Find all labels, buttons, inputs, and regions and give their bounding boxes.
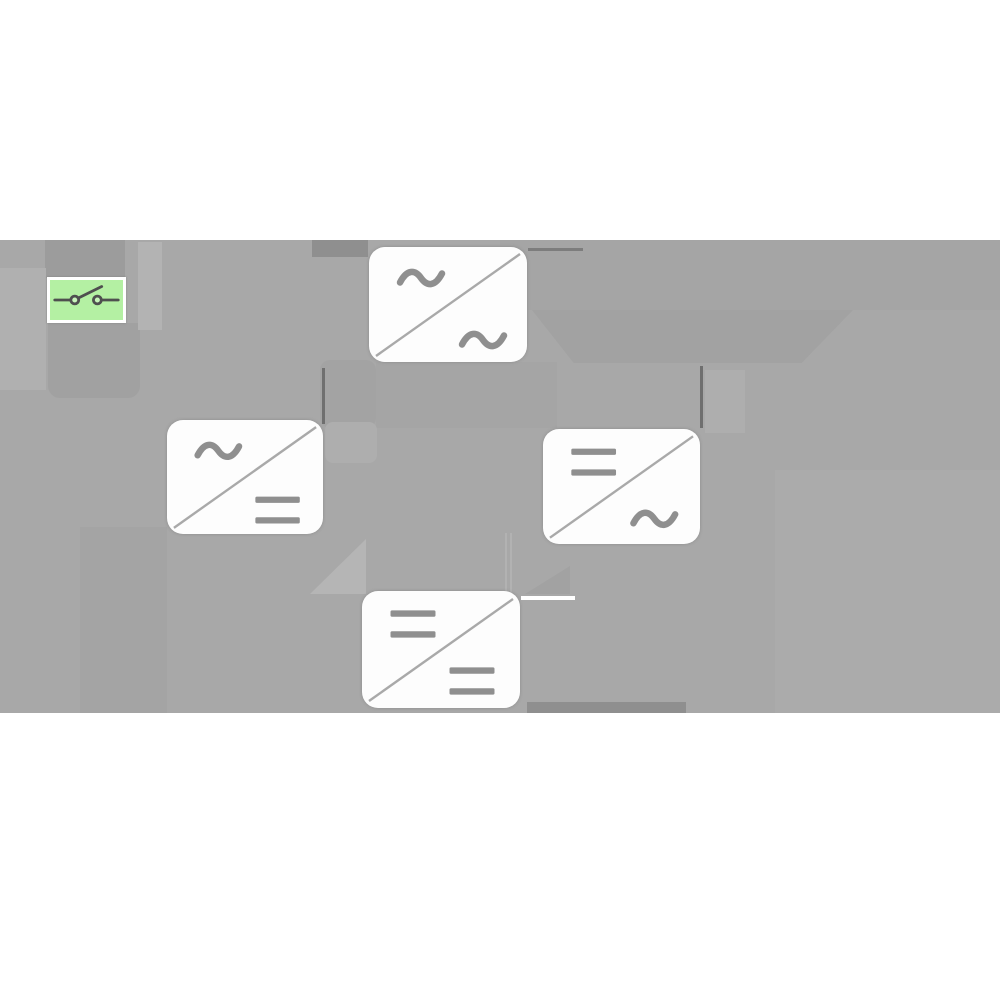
background-ghost-shape <box>376 362 557 428</box>
background-ghost-shape <box>320 360 376 428</box>
background-ghost-shape <box>312 240 368 257</box>
dimmed-canvas-band <box>0 240 1000 713</box>
background-ghost-shape <box>45 240 125 278</box>
faint-vertical-line <box>510 533 512 595</box>
ac-symbol <box>194 441 243 460</box>
converter-diagonal <box>368 598 514 702</box>
faint-vertical-line <box>505 533 507 595</box>
converter-diagonal <box>173 426 317 529</box>
dc-symbol <box>390 610 436 638</box>
background-ghost-shape <box>80 527 167 713</box>
converter-block-ac-dc[interactable] <box>167 420 323 534</box>
stub-line-top <box>528 248 583 251</box>
dc-symbol <box>571 448 617 476</box>
circuit-breaker-block[interactable] <box>47 277 126 323</box>
vertical-stub-left <box>322 368 325 424</box>
vertical-stub-right <box>700 366 703 428</box>
background-ghost-shape <box>48 323 140 398</box>
breaker-switch-icon <box>53 285 120 306</box>
background-ghost-shape <box>325 422 377 463</box>
converter-block-dc-dc[interactable] <box>362 591 520 708</box>
light-triangle <box>310 539 366 594</box>
background-ghost-shape <box>532 310 853 363</box>
background-ghost-shape <box>705 370 745 433</box>
converter-block-ac-ac[interactable] <box>369 247 527 362</box>
white-connector <box>521 596 575 600</box>
background-ghost-shape <box>500 240 1000 310</box>
small-triangle <box>525 566 570 594</box>
ac-symbol <box>630 509 679 528</box>
dc-symbol <box>255 496 300 524</box>
converter-block-dc-ac[interactable] <box>543 429 700 544</box>
ac-symbol <box>458 330 508 350</box>
ac-symbol <box>396 268 446 288</box>
background-ghost-shape <box>775 470 1000 713</box>
background-ghost-shape <box>138 242 162 330</box>
dark-bar-bottom <box>527 702 686 713</box>
converter-diagonal <box>375 253 521 357</box>
dc-symbol <box>449 667 495 695</box>
converter-diagonal <box>549 435 694 539</box>
background-ghost-shape <box>0 268 46 390</box>
